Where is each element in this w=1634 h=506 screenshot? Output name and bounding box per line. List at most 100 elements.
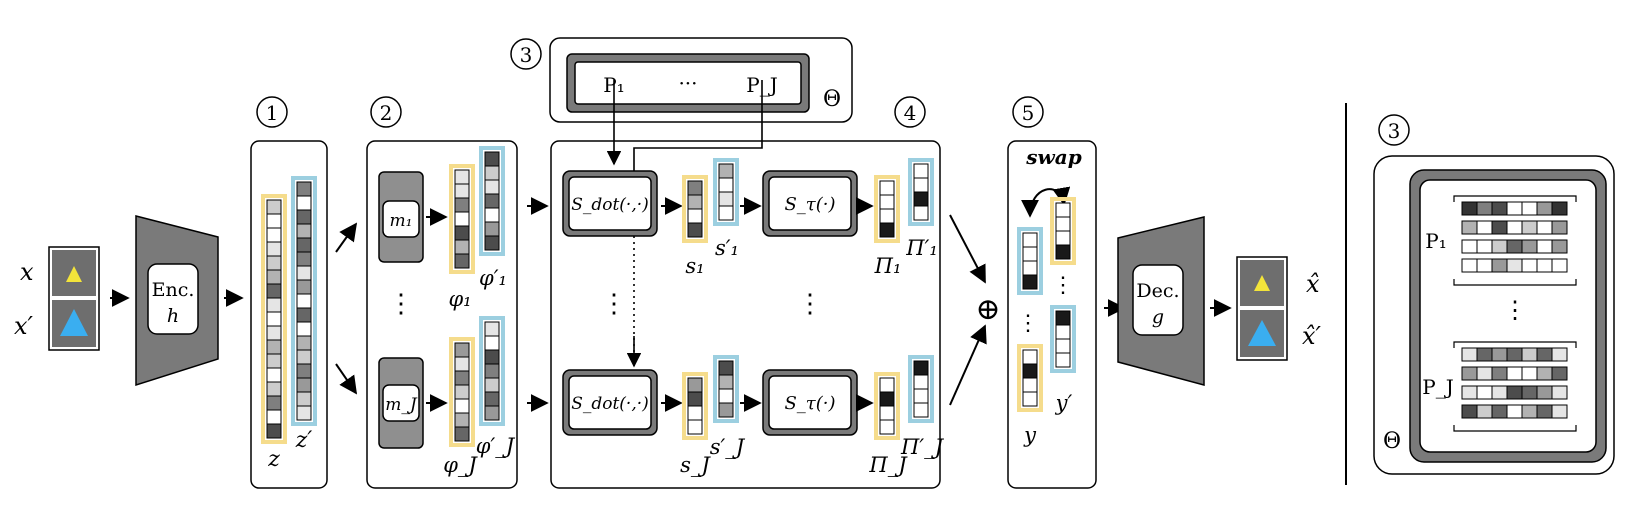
phiJ-cell bbox=[454, 398, 470, 414]
s1-prime-cell bbox=[718, 191, 734, 207]
output-yellow-triangle-icon bbox=[1254, 275, 1270, 291]
z-prime-outline bbox=[291, 176, 317, 426]
P1-cell bbox=[1476, 201, 1493, 216]
encoder-label-box bbox=[147, 263, 199, 335]
sJ-prime-cell bbox=[718, 388, 734, 404]
phiJ-prime-cell bbox=[484, 377, 500, 393]
phi1-label: φ₁ bbox=[448, 287, 471, 311]
y-prime-top-vector bbox=[1050, 197, 1076, 265]
vdots-step4-left: ⋮ bbox=[601, 289, 627, 319]
z-prime-vector bbox=[291, 176, 317, 426]
prototype-bank-inner bbox=[574, 61, 802, 105]
PJ-cell bbox=[1461, 347, 1478, 362]
phi1-prime-vector bbox=[479, 146, 505, 256]
PiJ-prime-outline bbox=[908, 355, 934, 423]
y-right-cell bbox=[1055, 324, 1071, 340]
P1-cell bbox=[1551, 220, 1568, 235]
PiJ-prime-vector bbox=[908, 355, 934, 423]
z-prime-cell bbox=[296, 321, 312, 337]
decoder-title: Dec. bbox=[1136, 280, 1179, 302]
sJ-cell bbox=[687, 391, 703, 407]
pJ-route-line bbox=[633, 80, 763, 178]
PJ-cell bbox=[1551, 347, 1568, 362]
stau-bottom-label: S_τ(·) bbox=[784, 393, 835, 414]
PJ-cell bbox=[1461, 385, 1478, 400]
arrow-z-to-mJ bbox=[335, 363, 358, 395]
sJ-vector bbox=[682, 372, 708, 440]
decoder-label-box bbox=[1132, 264, 1184, 336]
PiJ-cell bbox=[879, 419, 895, 435]
sJ-outline bbox=[682, 372, 708, 440]
PJ-cell bbox=[1506, 366, 1523, 381]
theta-label: Θ bbox=[823, 87, 841, 112]
module-m1-inner bbox=[382, 200, 420, 238]
oplus-symbol: ⊕ bbox=[975, 292, 1000, 327]
z-cell bbox=[266, 367, 282, 383]
PiJ-label: Π_J bbox=[868, 453, 908, 477]
arrow-z-to-m1 bbox=[335, 222, 358, 253]
PJ-cell bbox=[1536, 366, 1553, 381]
y-right-outline bbox=[1050, 305, 1076, 373]
PJ-cell bbox=[1461, 366, 1478, 381]
PJ-cell bbox=[1491, 385, 1508, 400]
s1-prime-cell bbox=[718, 205, 734, 221]
step4-similarity: 4 S_dot(·,·) S_dot(·,·) ⋮ s₁ s′₁ s_J s′_… bbox=[550, 80, 945, 489]
step2-badge bbox=[370, 96, 402, 128]
PJ-cell bbox=[1551, 366, 1568, 381]
P1-cell bbox=[1461, 239, 1478, 254]
Pi1-cell bbox=[879, 180, 895, 196]
s1-prime-label: s′₁ bbox=[715, 236, 739, 260]
z-cell bbox=[266, 353, 282, 369]
z-prime-label: z′ bbox=[295, 428, 313, 453]
phi1-prime-cell bbox=[484, 193, 500, 209]
z-cell bbox=[266, 227, 282, 243]
P1-cell bbox=[1506, 239, 1523, 254]
y-left-cell bbox=[1022, 274, 1038, 290]
phiJ-prime-outline bbox=[479, 316, 505, 426]
stau-bottom-inner bbox=[768, 375, 852, 430]
x-label: x bbox=[20, 258, 34, 286]
module-mJ-inner bbox=[382, 384, 420, 422]
sdot-top-label: S_dot(·,·) bbox=[571, 195, 649, 215]
encoder: Enc. h bbox=[135, 215, 219, 387]
vdots-step2: ⋮ bbox=[388, 289, 414, 319]
P1-cell bbox=[1551, 239, 1568, 254]
z-cell bbox=[266, 325, 282, 341]
y-prime-top-cell bbox=[1055, 216, 1071, 232]
sJ-prime-cell bbox=[718, 374, 734, 390]
z-vector bbox=[261, 194, 287, 444]
z-prime-cell bbox=[296, 391, 312, 407]
phiJ-prime-cell bbox=[484, 363, 500, 379]
phiJ-prime-label: φ′_J bbox=[476, 434, 516, 458]
z-cell bbox=[266, 297, 282, 313]
sJ-prime-outline bbox=[713, 355, 739, 423]
phiJ-cell bbox=[454, 356, 470, 372]
s1-vector bbox=[682, 175, 708, 243]
z-prime-cell bbox=[296, 279, 312, 295]
phiJ-outline bbox=[449, 337, 475, 447]
PiJ-outline bbox=[874, 372, 900, 440]
P1-bracket-top bbox=[1453, 195, 1577, 202]
PJ-cell bbox=[1521, 385, 1538, 400]
step5-badge bbox=[1012, 96, 1044, 128]
PJ-bracket-bottom bbox=[1453, 425, 1577, 432]
PiJ-cell bbox=[879, 405, 895, 421]
phi1-prime-cell bbox=[484, 179, 500, 195]
P1-cell bbox=[1551, 201, 1568, 216]
z-cell bbox=[266, 409, 282, 425]
sJ-label: s_J bbox=[680, 453, 711, 477]
sJ-cell bbox=[687, 377, 703, 393]
phi1-prime-cell bbox=[484, 235, 500, 251]
y-right-cell bbox=[1055, 338, 1071, 354]
y-bottom-outline bbox=[1017, 344, 1043, 412]
y-bottom-cell bbox=[1022, 349, 1038, 365]
arrow-top-to-oplus bbox=[949, 214, 986, 284]
phiJ-cell bbox=[454, 412, 470, 428]
sJ-prime-cell bbox=[718, 360, 734, 376]
arrow-bottom-to-oplus bbox=[949, 324, 987, 406]
phi1-prime-cell bbox=[484, 207, 500, 223]
Pi1-prime-cell bbox=[913, 177, 929, 193]
z-prime-cell bbox=[296, 195, 312, 211]
P1-cell bbox=[1476, 239, 1493, 254]
PJ-cell bbox=[1536, 347, 1553, 362]
